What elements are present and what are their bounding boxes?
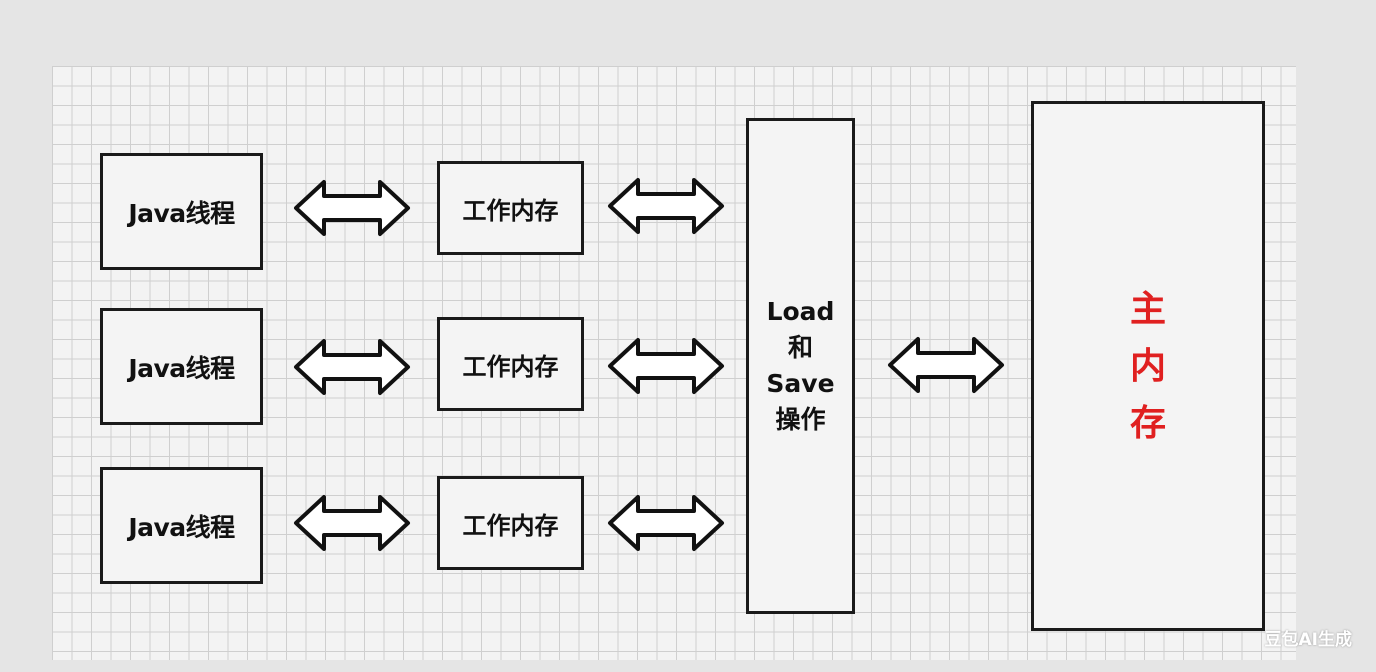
double-arrow-icon <box>608 178 724 234</box>
java-thread-box-1: Java线程 <box>100 153 263 270</box>
main-memory-char: 存 <box>1129 402 1166 444</box>
double-arrow-icon <box>888 337 1004 393</box>
watermark: 豆包AI生成 <box>1264 630 1352 650</box>
java-thread-label: Java线程 <box>128 198 235 228</box>
main-memory-box: 主 内 存 <box>1031 101 1265 631</box>
main-memory-char: 内 <box>1129 345 1166 387</box>
load-save-line: 和 <box>787 333 813 362</box>
double-arrow-icon <box>294 180 410 236</box>
working-memory-box-2: 工作内存 <box>437 317 584 411</box>
java-thread-box-2: Java线程 <box>100 308 263 425</box>
double-arrow-icon <box>608 338 724 394</box>
java-thread-label: Java线程 <box>128 353 235 383</box>
main-memory-char: 主 <box>1129 288 1166 330</box>
double-arrow-icon <box>294 339 410 395</box>
load-save-line: 操作 <box>775 405 826 434</box>
load-save-box: Load 和 Save 操作 <box>746 118 855 614</box>
double-arrow-icon <box>608 495 724 551</box>
load-save-line: Save <box>766 369 835 398</box>
working-memory-label: 工作内存 <box>462 352 559 381</box>
java-thread-box-3: Java线程 <box>100 467 263 584</box>
working-memory-label: 工作内存 <box>462 511 559 540</box>
working-memory-box-1: 工作内存 <box>437 161 584 255</box>
java-thread-label: Java线程 <box>128 512 235 542</box>
working-memory-label: 工作内存 <box>462 196 559 225</box>
load-save-line: Load <box>766 297 835 326</box>
working-memory-box-3: 工作内存 <box>437 476 584 570</box>
double-arrow-icon <box>294 495 410 551</box>
